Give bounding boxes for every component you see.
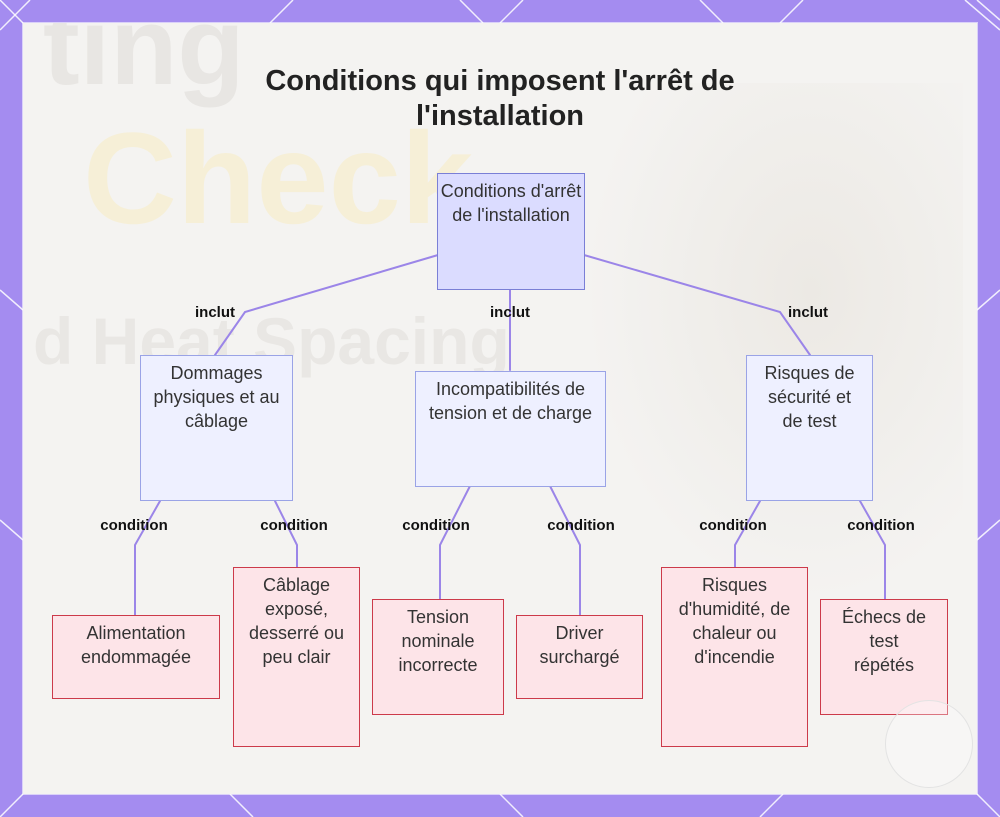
- leaf-node-humidity-heat-fire: Risques d'humidité, de chaleur ou d'ince…: [661, 567, 808, 747]
- edge-branch-2-leaf-1: [439, 485, 471, 600]
- edge-label-condition: condition: [699, 517, 767, 534]
- leaf-node-label: Câblage exposé, desserré ou peu clair: [248, 575, 345, 667]
- branch-node-voltage-mismatch: Incompatibilités de tension et de charge: [415, 371, 606, 487]
- edge-branch-2-leaf-2: [549, 485, 581, 616]
- diagram-title: Conditions qui imposent l'arrêt de l'ins…: [265, 65, 735, 132]
- leaf-node-wrong-voltage: Tension nominale incorrecte: [372, 599, 504, 715]
- background-blur: [583, 83, 963, 603]
- leaf-node-label: Risques d'humidité, de chaleur ou d'ince…: [678, 575, 791, 667]
- leaf-node-repeated-test-failures: Échecs de test répétés: [820, 599, 948, 715]
- edge-root-branch-1: [214, 254, 439, 356]
- edge-root-branch-3: [583, 254, 811, 356]
- leaf-node-damaged-power: Alimentation endommagée: [52, 615, 220, 699]
- edge-label-inclut: inclut: [788, 304, 828, 321]
- leaf-node-exposed-wiring: Câblage exposé, desserré ou peu clair: [233, 567, 360, 747]
- edge-branch-1-leaf-1: [134, 500, 161, 616]
- edge-branch-3-leaf-2: [859, 500, 886, 600]
- branch-node-label: Risques de sécurité et de test: [764, 363, 855, 431]
- root-node-label: Conditions d'arrêt de l'installation: [440, 181, 582, 225]
- edge-label-condition: condition: [547, 517, 615, 534]
- root-node: Conditions d'arrêt de l'installation: [437, 173, 585, 290]
- branch-node-safety-risks: Risques de sécurité et de test: [746, 355, 873, 501]
- leaf-node-driver-overload: Driver surchargé: [516, 615, 643, 699]
- leaf-node-label: Driver surchargé: [539, 623, 620, 667]
- edge-label-condition: condition: [402, 517, 470, 534]
- leaf-node-label: Tension nominale incorrecte: [398, 607, 478, 675]
- edge-label-inclut: inclut: [490, 304, 530, 321]
- branch-node-label: Incompatibilités de tension et de charge: [428, 379, 593, 423]
- branch-node-label: Dommages physiques et au câblage: [153, 363, 280, 431]
- edge-label-condition: condition: [100, 517, 168, 534]
- edge-branch-1-leaf-2: [274, 500, 298, 568]
- edge-label-inclut: inclut: [195, 304, 235, 321]
- leaf-node-label: Échecs de test répétés: [841, 607, 927, 675]
- leaf-node-label: Alimentation endommagée: [80, 623, 192, 667]
- edge-label-condition: condition: [847, 517, 915, 534]
- edge-label-condition: condition: [260, 517, 328, 534]
- watermark-badge: [885, 700, 973, 788]
- branch-node-physical-damage: Dommages physiques et au câblage: [140, 355, 293, 501]
- edge-branch-3-leaf-1: [734, 500, 761, 568]
